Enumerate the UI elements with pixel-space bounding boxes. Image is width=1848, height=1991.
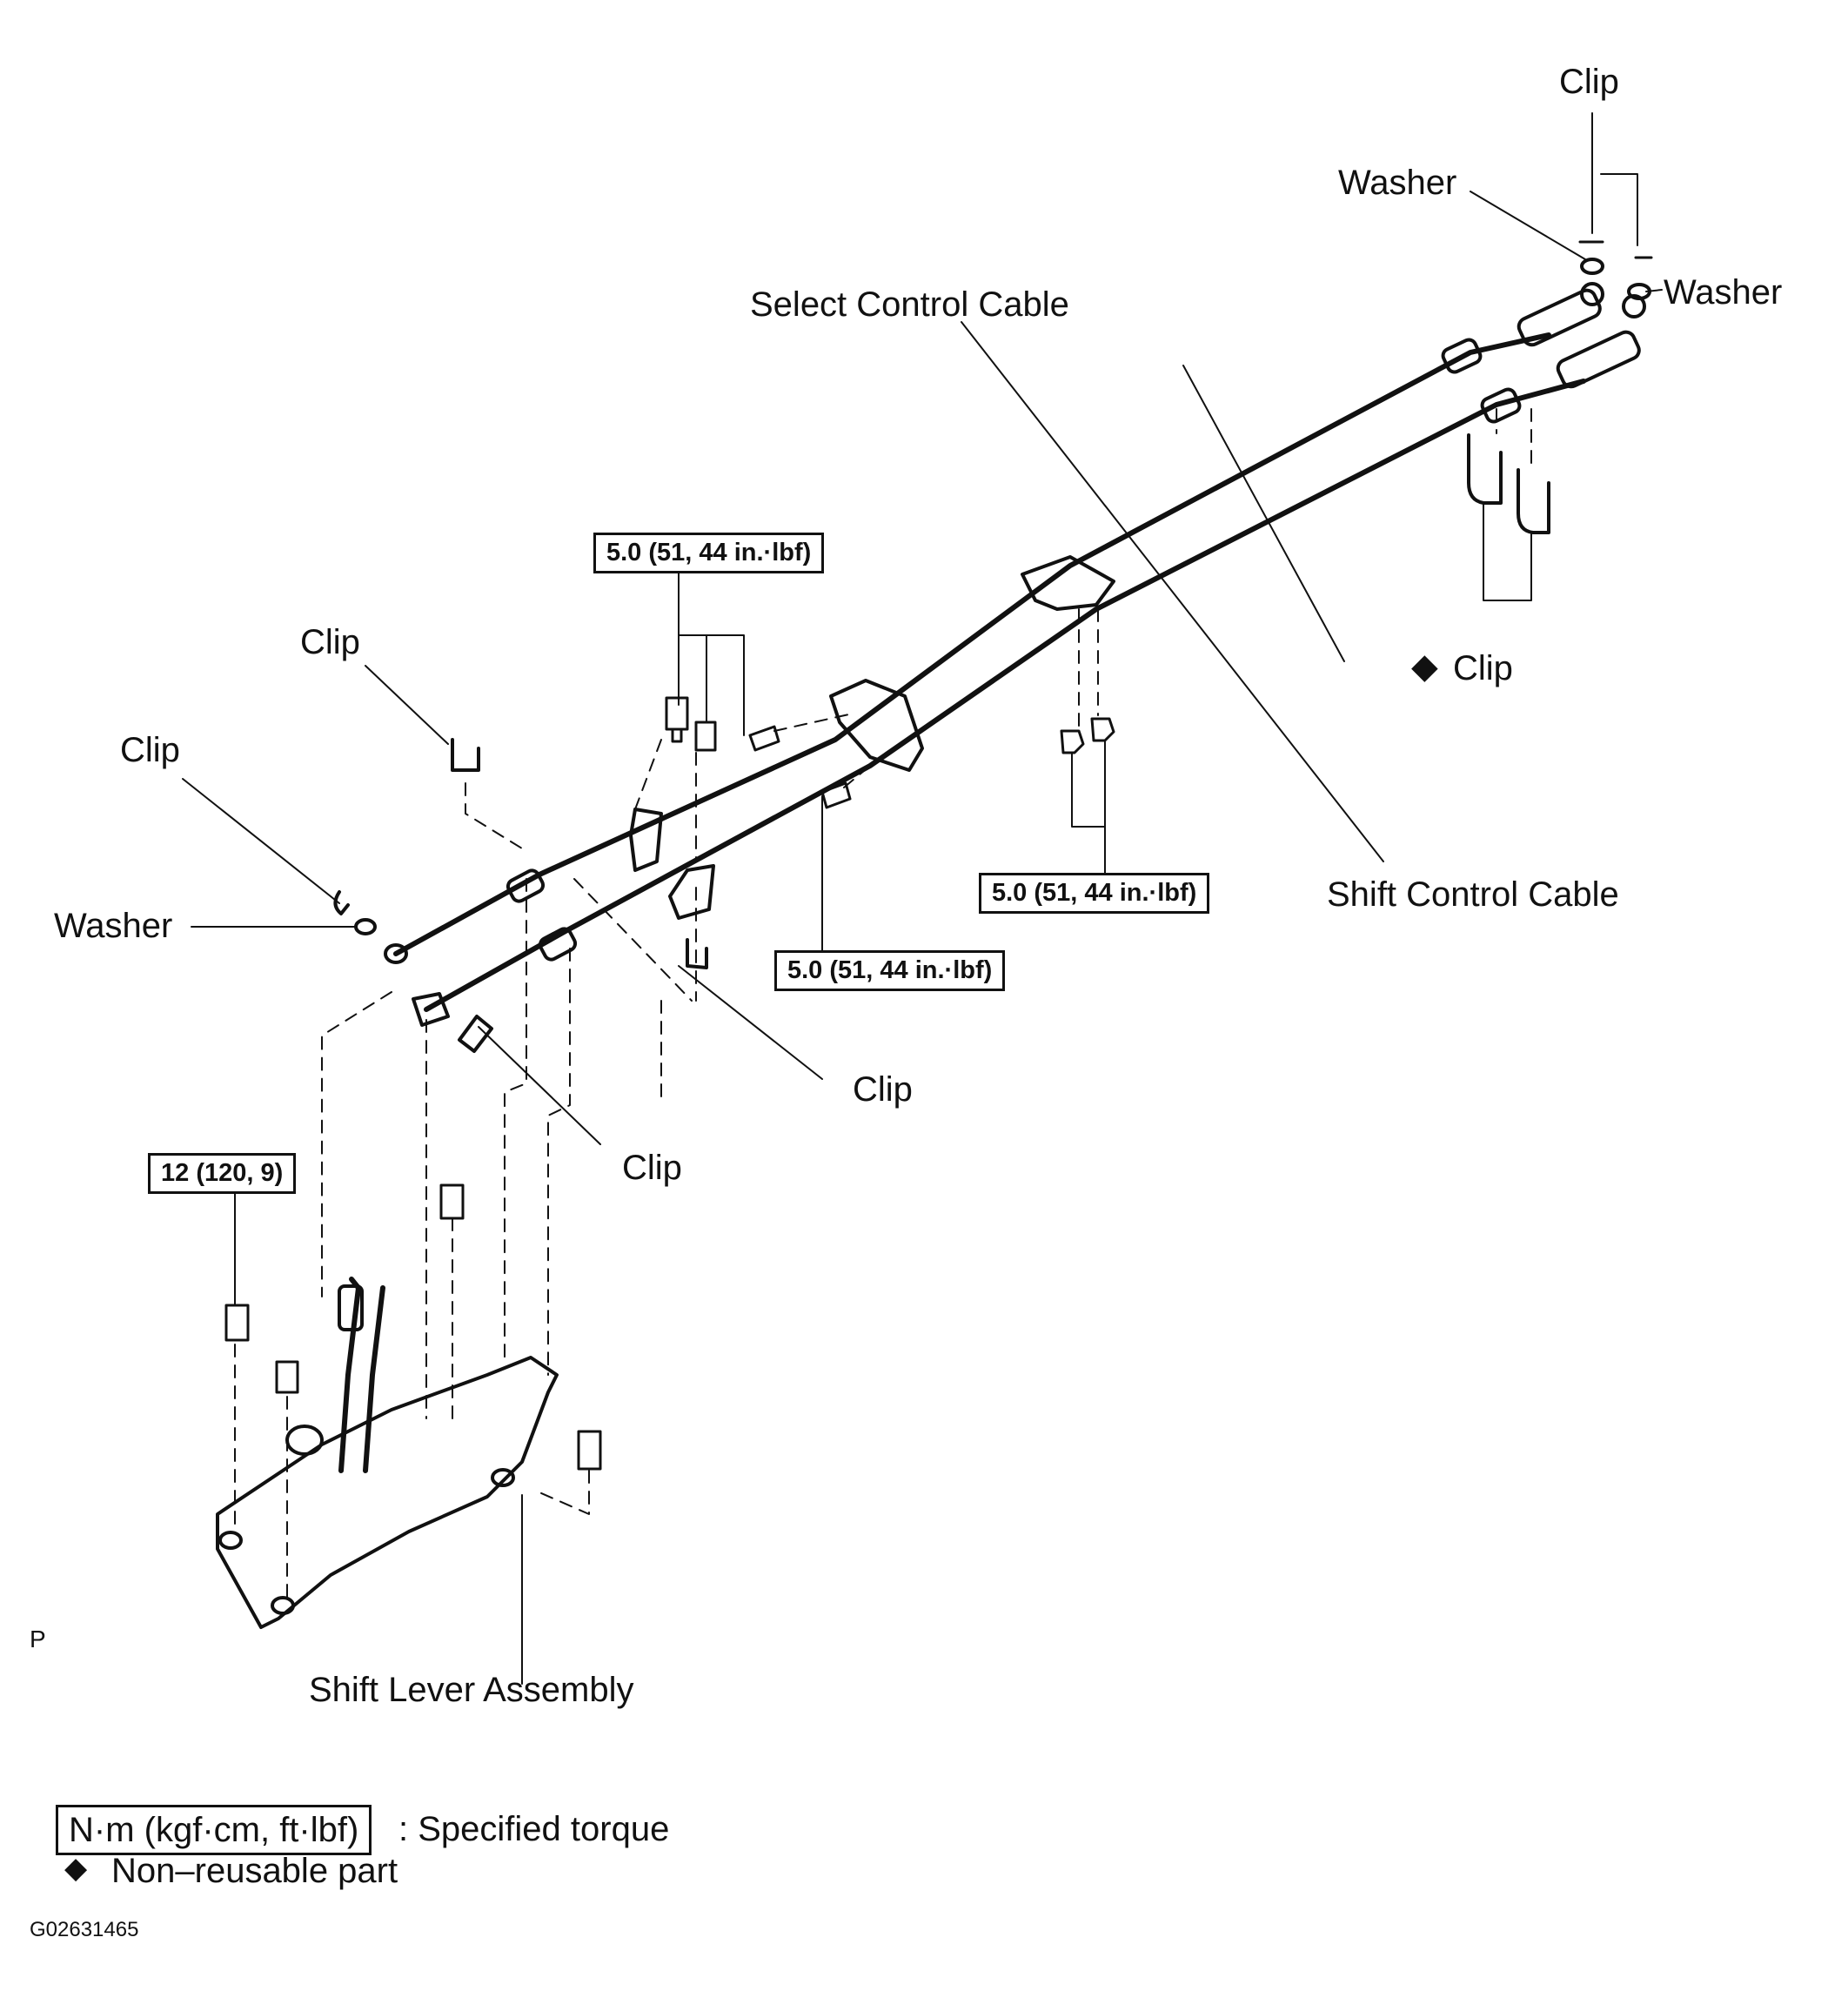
u-clip-right-2 [1517,468,1550,534]
label-shift-lever-assembly: Shift Lever Assembly [309,1671,634,1709]
bolt-lever-3 [439,1183,465,1220]
bolt-bracket-2 [694,721,717,752]
bolt-lever-2 [275,1360,299,1394]
label-washer-left: Washer [54,907,173,945]
bolt-lever-1 [224,1304,250,1342]
torque-bracket-center: 5.0 (51, 44 in.·lbf) [774,950,1006,991]
clip-left-small [333,890,350,915]
label-clip-right-middle: Clip [1453,649,1513,687]
cable-bracket-center [829,679,924,772]
bracket-foot-left [629,808,663,872]
label-clip-top-right: Clip [1559,63,1619,101]
nut-right-2 [1090,717,1115,742]
legend-torque-desc: : Specified torque [398,1810,670,1848]
nut-right-1 [1060,729,1085,754]
bolt-bracket-1 [665,696,689,743]
bolt-bracket-4 [820,781,852,809]
bracket-foot-mid [668,864,715,920]
cable-bracket-right [1021,555,1115,611]
select-cable-end [1517,288,1602,347]
nonreusable-marker-clip: ◆ [1411,647,1438,686]
shift-lever-base [216,1356,559,1629]
clip-center-shape [686,938,708,969]
label-select-control-cable: Select Control Cable [750,285,1069,324]
select-cable-line [393,332,1551,956]
label-washer-top-left: Washer [1338,164,1457,202]
legend-nonreusable-symbol: ◆ [64,1852,88,1885]
clip-left-upper-shape [451,738,480,772]
bolt-lever-4 [577,1430,602,1471]
figure-code: G02631465 [30,1918,139,1941]
label-clip-center: Clip [853,1070,913,1109]
bolt-bracket-3 [748,725,780,752]
label-clip-left-upper: Clip [300,623,360,661]
washer-left-shape [354,918,377,935]
label-shift-control-cable: Shift Control Cable [1327,875,1619,914]
shift-cable-line [424,379,1586,1012]
legend-nonreusable-desc: Non–reusable part [111,1852,398,1890]
label-marker-p: P [30,1626,46,1652]
label-washer-top-right: Washer [1664,273,1783,312]
washer-top-left [1580,258,1604,275]
legend-torque-units: N·m (kgf·cm, ft·lbf) [56,1805,372,1855]
clip-lower-shape [458,1015,493,1053]
torque-bracket-left: 5.0 (51, 44 in.·lbf) [593,533,825,573]
u-clip-right-1 [1467,433,1503,505]
label-clip-left-lower: Clip [120,731,180,769]
torque-lever-bolt: 12 (120, 9) [148,1153,297,1194]
label-clip-lower: Clip [622,1149,682,1187]
shift-cable-end [1556,330,1641,389]
torque-bracket-right: 5.0 (51, 44 in.·lbf) [979,873,1210,914]
